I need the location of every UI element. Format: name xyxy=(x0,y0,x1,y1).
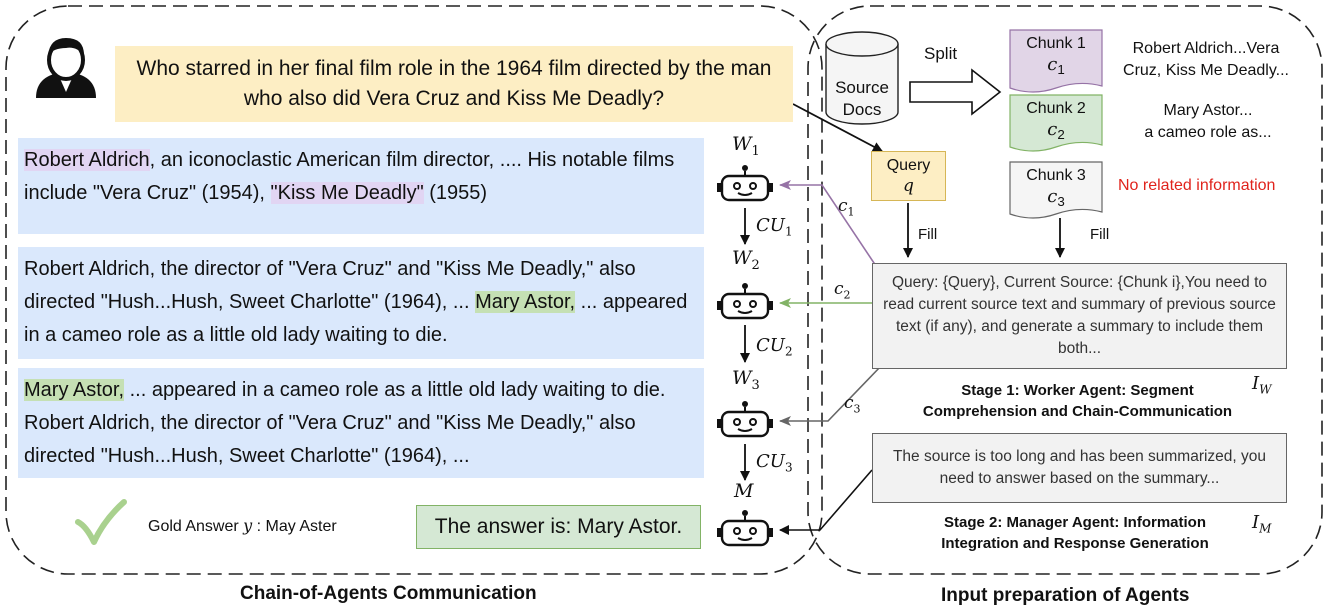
context-1-highlight-entity: Robert Aldrich xyxy=(24,149,150,171)
c-label-2: c2 xyxy=(834,279,851,302)
context-2-highlight: Mary Astor, xyxy=(475,291,576,313)
stage-1-label: IW xyxy=(1252,373,1272,397)
answer-text: The answer is: Mary Astor. xyxy=(434,515,683,538)
split-label: Split xyxy=(924,44,958,63)
manager-prompt-text: The source is too long and has been summ… xyxy=(892,448,1267,487)
context-2-text: Robert Aldrich, the director of "Vera Cr… xyxy=(24,258,636,313)
arrow-c3 xyxy=(779,364,883,426)
cu-label-3: CU3 xyxy=(756,451,793,475)
context-3-text: ... appeared in a cameo role as a little… xyxy=(24,379,666,467)
fill-label-chunk: Fill xyxy=(1090,226,1110,243)
robot-icon-manager xyxy=(717,510,773,547)
left-panel-frame xyxy=(5,5,823,575)
context-1-text: , an iconoclastic American film director… xyxy=(24,149,675,204)
arrow-question-to-query xyxy=(792,103,883,152)
chunk-2-shape xyxy=(1009,94,1103,152)
agent-label-w2: W2 xyxy=(732,247,760,273)
right-panel-frame xyxy=(807,5,1323,575)
context-1-end: (1955) xyxy=(423,182,488,204)
left-panel-title: Chain-of-Agents Communication xyxy=(240,583,537,604)
agent-label-w3: W3 xyxy=(732,367,760,393)
fill-label-query: Fill xyxy=(918,226,938,243)
context-box-3: Mary Astor, ... appeared in a cameo role… xyxy=(18,368,704,478)
right-panel-title: Input preparation of Agents xyxy=(941,585,1190,606)
worker-prompt-text: Query: {Query}, Current Source: {Chunk i… xyxy=(883,274,1276,357)
robot-icon-w1 xyxy=(717,165,773,202)
context-1-highlight-film: "Kiss Me Deadly" xyxy=(270,182,424,204)
context-box-1: Robert Aldrich, an iconoclastic American… xyxy=(18,138,704,234)
manager-prompt-box: The source is too long and has been summ… xyxy=(872,433,1287,503)
chunk-3-shape xyxy=(1009,161,1103,219)
context-box-2: Robert Aldrich, the director of "Vera Cr… xyxy=(18,247,704,359)
check-icon xyxy=(75,499,127,545)
context-3-highlight: Mary Astor, xyxy=(24,379,125,401)
source-docs-cylinder xyxy=(825,31,899,125)
agent-label-manager: M xyxy=(734,480,754,502)
c-label-1: c1 xyxy=(838,196,855,219)
c-label-3: c3 xyxy=(844,393,861,416)
robot-icon-w3 xyxy=(717,401,773,438)
context-2-end: ... appeared in a cameo role as a little… xyxy=(24,291,688,346)
cu-label-2: CU2 xyxy=(756,335,793,359)
answer-box: The answer is: Mary Astor. xyxy=(416,505,701,549)
user-icon xyxy=(36,38,96,98)
question-text: Who starred in her final film role in th… xyxy=(136,57,772,110)
arrow-manager-prompt xyxy=(779,469,873,535)
gold-answer: Gold Answer y : May Aster xyxy=(148,516,337,535)
agent-label-w1: W1 xyxy=(732,133,760,159)
robot-icon-w2 xyxy=(717,283,773,320)
arrow-c1 xyxy=(779,180,883,276)
chunk-1-shape xyxy=(1009,29,1103,93)
worker-prompt-box: Query: {Query}, Current Source: {Chunk i… xyxy=(872,263,1287,369)
chunk-2-description: Mary Astor...a cameo role as... xyxy=(1144,102,1272,141)
split-arrow xyxy=(909,68,1002,116)
question-box: Who starred in her final film role in th… xyxy=(115,46,793,122)
cu-label-1: CU1 xyxy=(756,215,793,239)
stage-2-label: IM xyxy=(1252,512,1272,536)
chunk-3-description: No related information xyxy=(1118,177,1276,194)
